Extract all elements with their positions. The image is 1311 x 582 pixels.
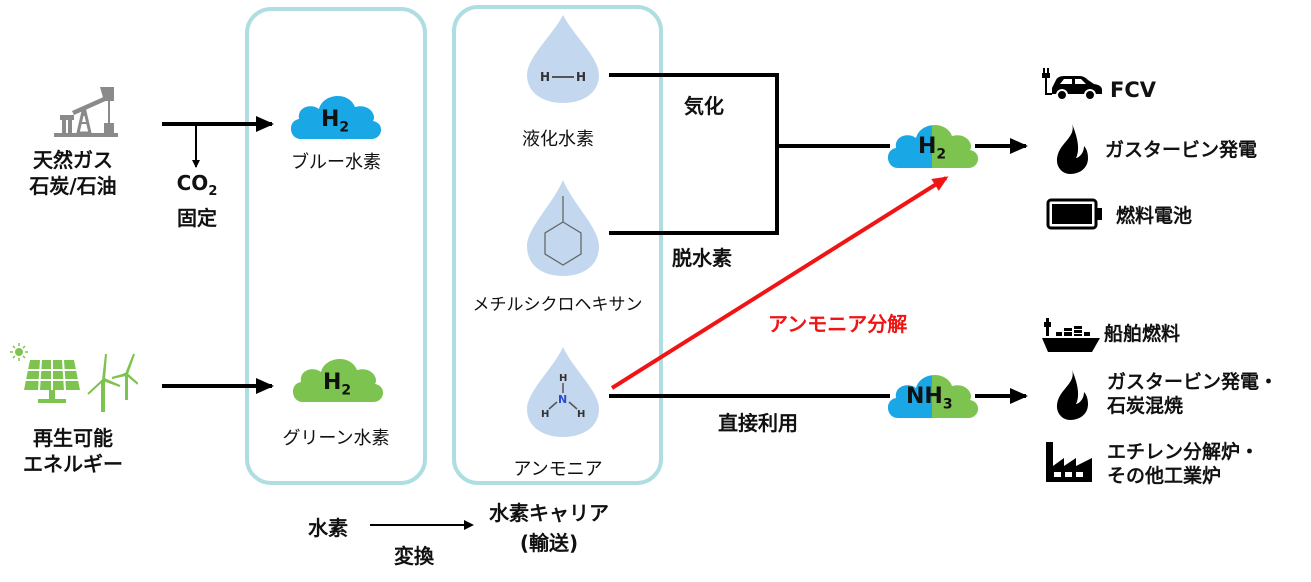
fossil-source-line1: 天然ガス bbox=[33, 148, 113, 172]
factory-icon bbox=[1044, 440, 1094, 484]
use-ship-fuel-label: 船舶燃料 bbox=[1104, 323, 1181, 345]
methylcyclohexane-label: メチルシクロヘキサン bbox=[472, 295, 643, 315]
h2-output-formula: H2 bbox=[918, 134, 947, 163]
flame-icon bbox=[1052, 368, 1090, 420]
h2-output-cloud-icon: H2 bbox=[884, 116, 982, 170]
dehydrogenation-label: 脱水素 bbox=[672, 246, 732, 270]
green-hydrogen-label: グリーン水素 bbox=[282, 428, 390, 449]
ship-icon bbox=[1042, 316, 1100, 356]
legend-carrier-line1: 水素キャリア bbox=[489, 501, 609, 525]
renewable-source-label: 再生可能 エネルギー bbox=[8, 425, 138, 477]
svg-text:H: H bbox=[540, 70, 550, 84]
methylcyclohexane-drop-icon bbox=[525, 178, 601, 278]
renewable-source-line1: 再生可能 bbox=[33, 426, 113, 450]
solar-wind-icon bbox=[8, 342, 139, 414]
use-fcv-label: FCV bbox=[1110, 78, 1157, 102]
flame-icon bbox=[1052, 122, 1090, 174]
green-hydrogen-cloud-icon: H2 bbox=[289, 350, 387, 404]
oil-pumpjack-icon bbox=[52, 85, 118, 139]
svg-text:H: H bbox=[559, 373, 567, 384]
fossil-source-line2: 石炭/石油 bbox=[29, 174, 117, 198]
renewable-source-line2: エネルギー bbox=[23, 452, 123, 476]
gasification-label: 気化 bbox=[684, 94, 724, 118]
use-industrial-furnace-line1: エチレン分解炉・ bbox=[1107, 441, 1260, 463]
nh3-output-cloud-icon: NH3 bbox=[884, 366, 982, 420]
hydrogen-production-box bbox=[245, 7, 427, 485]
ammonia-label: アンモニア bbox=[513, 459, 603, 480]
battery-icon bbox=[1046, 198, 1104, 230]
use-gas-turbine-label: ガスタービン発電 bbox=[1105, 139, 1258, 161]
blue-hydrogen-label: ブルー水素 bbox=[291, 152, 381, 173]
use-industrial-furnace-line2: その他工業炉 bbox=[1107, 465, 1222, 487]
blue-hydrogen-cloud-icon: H2 bbox=[287, 87, 385, 141]
blue-hydrogen-formula: H2 bbox=[321, 107, 350, 136]
ammonia-drop-icon: H N H H bbox=[525, 345, 601, 440]
nh3-output-formula: NH3 bbox=[906, 384, 953, 413]
hydrogen-carrier-box bbox=[452, 5, 663, 485]
liquid-hydrogen-label: 液化水素 bbox=[522, 129, 594, 150]
co2-text: CO bbox=[176, 171, 209, 195]
legend-carrier-label: 水素キャリア (輸送) bbox=[484, 498, 614, 558]
co2-subscript: 2 bbox=[208, 184, 218, 199]
ammonia-decomposition-arrow bbox=[610, 176, 949, 390]
ammonia-decomposition-label: アンモニア分解 bbox=[768, 312, 908, 336]
use-gas-turbine-cofiring-line1: ガスタービン発電・ bbox=[1107, 371, 1279, 393]
svg-text:H: H bbox=[577, 409, 585, 420]
svg-text:H: H bbox=[576, 70, 586, 84]
direct-use-label: 直接利用 bbox=[718, 411, 798, 435]
liquid-hydrogen-drop-icon: H H bbox=[525, 13, 601, 105]
co2-fixation-text: 固定 bbox=[177, 206, 217, 230]
fossil-source-label: 天然ガス 石炭/石油 bbox=[8, 147, 138, 199]
svg-text:H: H bbox=[541, 409, 549, 420]
legend-conversion-label: 変換 bbox=[394, 544, 434, 568]
use-fuel-cell-label: 燃料電池 bbox=[1116, 205, 1193, 227]
green-hydrogen-formula: H2 bbox=[323, 370, 352, 399]
legend-hydrogen-label: 水素 bbox=[308, 516, 348, 540]
electric-car-icon bbox=[1040, 66, 1106, 102]
use-industrial-furnace-label: エチレン分解炉・ その他工業炉 bbox=[1107, 440, 1259, 488]
use-gas-turbine-cofiring-line2: 石炭混焼 bbox=[1107, 395, 1184, 417]
co2-capture-label: CO2 固定 bbox=[162, 170, 232, 231]
legend-carrier-line2: (輸送) bbox=[519, 531, 579, 555]
svg-text:N: N bbox=[558, 393, 567, 406]
gasification-line bbox=[609, 73, 779, 235]
use-gas-turbine-cofiring-label: ガスタービン発電・ 石炭混焼 bbox=[1107, 370, 1278, 418]
